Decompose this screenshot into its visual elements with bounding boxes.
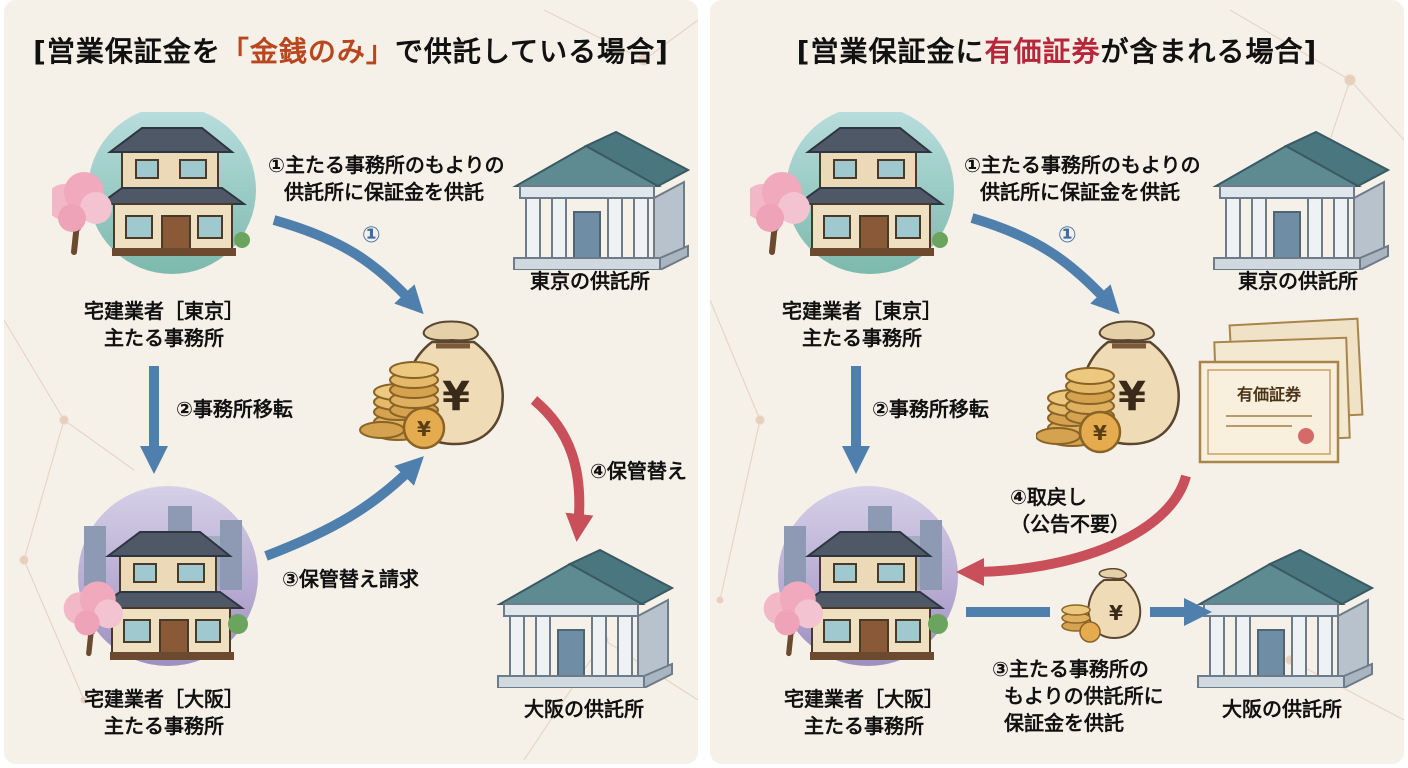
certificate-label: 有価証券 xyxy=(1237,385,1302,404)
tokyo-depository-label: 東京の供託所 xyxy=(530,269,650,293)
step2-label: ②事務所移転 xyxy=(176,397,293,421)
title-suffix: が含まれる場合] xyxy=(1100,35,1318,68)
office-tokyo-label: 宅建業者［東京］ 主たる事務所 xyxy=(84,299,244,350)
yen-symbol: ¥ xyxy=(1109,601,1123,625)
panel-title: [営業保証金に有価証券が含まれる場合] xyxy=(710,30,1404,70)
tokyo-office-illustration xyxy=(750,112,954,274)
step2-label: ②事務所移転 xyxy=(872,397,989,421)
arrow-step4 xyxy=(956,474,1191,586)
panel-with-securities: [営業保証金に有価証券が含まれる場合] 宅建業者［東京］ 主たる事務所 宅建業者… xyxy=(710,0,1404,764)
title-prefix: [営業保証金を xyxy=(33,35,221,68)
panel-money-only: [営業保証金を「金銭のみ」で供託している場合] 宅建業者［東京］ 主たる事務所 … xyxy=(4,0,698,764)
yen-symbol: ¥ xyxy=(442,374,470,420)
title-suffix: で供託している場合] xyxy=(394,35,669,68)
step3-label: ③主たる事務所の もよりの供託所に 保証金を供託 xyxy=(992,657,1164,735)
arrow-step3 xyxy=(264,456,424,561)
flow-arrows xyxy=(842,213,1212,626)
title-highlight: 「金銭のみ」 xyxy=(220,35,395,68)
tokyo-office-illustration xyxy=(52,112,256,274)
panel-title: [営業保証金を「金銭のみ」で供託している場合] xyxy=(4,30,698,70)
office-osaka-label: 宅建業者［大阪］ 主たる事務所 xyxy=(84,687,244,738)
coin-yen-symbol: ¥ xyxy=(1093,421,1107,445)
flow-arrows xyxy=(140,215,594,561)
office-tokyo-label: 宅建業者［東京］ 主たる事務所 xyxy=(782,299,942,350)
step1-marker: ① xyxy=(362,223,381,248)
money-bag-with-securities: 有価証券 ¥ ¥ xyxy=(1036,317,1364,464)
yen-symbol: ¥ xyxy=(1118,374,1146,420)
arrow-step4 xyxy=(530,396,594,542)
osaka-office-illustration xyxy=(760,486,958,666)
coin-yen-symbol: ¥ xyxy=(417,417,431,441)
step4-label: ④保管替え xyxy=(590,459,687,483)
money-bag-with-coins: ¥ ¥ xyxy=(359,320,504,450)
osaka-depository-label: 大阪の供託所 xyxy=(524,697,644,721)
osaka-office-illustration xyxy=(60,486,258,666)
arrow-step1 xyxy=(970,213,1120,315)
step1-label: ①主たる事務所のもよりの 供託所に保証金を供託 xyxy=(964,153,1201,204)
small-money-bag: ¥ xyxy=(1061,568,1142,643)
title-highlight: 有価証券 xyxy=(984,35,1101,68)
step3-label: ③保管替え請求 xyxy=(282,567,419,591)
title-prefix: [営業保証金に xyxy=(796,35,985,68)
office-osaka-label: 宅建業者［大阪］ 主たる事務所 xyxy=(784,687,944,738)
step4-label: ④取戻し （公告不要） xyxy=(1010,485,1130,536)
tokyo-depository-label: 東京の供託所 xyxy=(1238,269,1358,293)
step1-marker: ① xyxy=(1058,223,1077,248)
osaka-depository-label: 大阪の供託所 xyxy=(1222,697,1342,721)
step1-label: ①主たる事務所のもよりの 供託所に保証金を供託 xyxy=(268,153,505,204)
arrow-step1 xyxy=(272,215,424,315)
